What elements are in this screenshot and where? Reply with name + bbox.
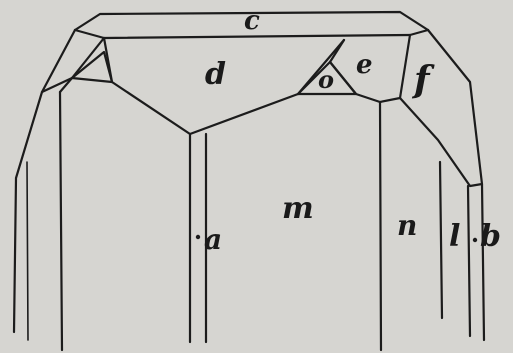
face-label-o: o: [318, 65, 335, 94]
edge-face-n-left: [378, 100, 383, 352]
face-label-c: c: [244, 6, 260, 36]
edge-face-d-lower: [102, 36, 300, 136]
edge-top-right-corner: [408, 28, 430, 37]
edge-face-f: [398, 28, 484, 188]
edge-face-l-right: [466, 184, 472, 338]
face-label-e: e: [356, 50, 373, 80]
face-label-a: a: [204, 223, 223, 256]
edge-top-face-inner: [102, 33, 412, 40]
edge-top-face-outer: [73, 10, 430, 32]
face-label-b: b: [480, 219, 501, 254]
edge-left-front-top: [58, 76, 74, 94]
edge-face-b-right: [480, 182, 486, 342]
face-a-marker: [195, 234, 201, 240]
edge-face-e: [328, 33, 412, 104]
edge-left-outline: [12, 28, 77, 334]
face-label-f: f: [414, 59, 430, 101]
edge-left-facet-a: [70, 36, 106, 80]
edge-top-left-corner: [73, 28, 106, 40]
edge-left-facet-b: [40, 76, 74, 94]
edge-left-prism-inner: [26, 161, 29, 341]
face-b-marker: [472, 237, 478, 243]
face-label-m: m: [282, 191, 314, 226]
edge-face-l-left: [438, 160, 444, 320]
face-label-l: l: [449, 219, 461, 254]
face-label-d: d: [205, 57, 226, 92]
edge-left-front-vertical: [58, 90, 64, 352]
edge-left-triangle: [70, 50, 114, 84]
face-label-n: n: [397, 209, 418, 242]
